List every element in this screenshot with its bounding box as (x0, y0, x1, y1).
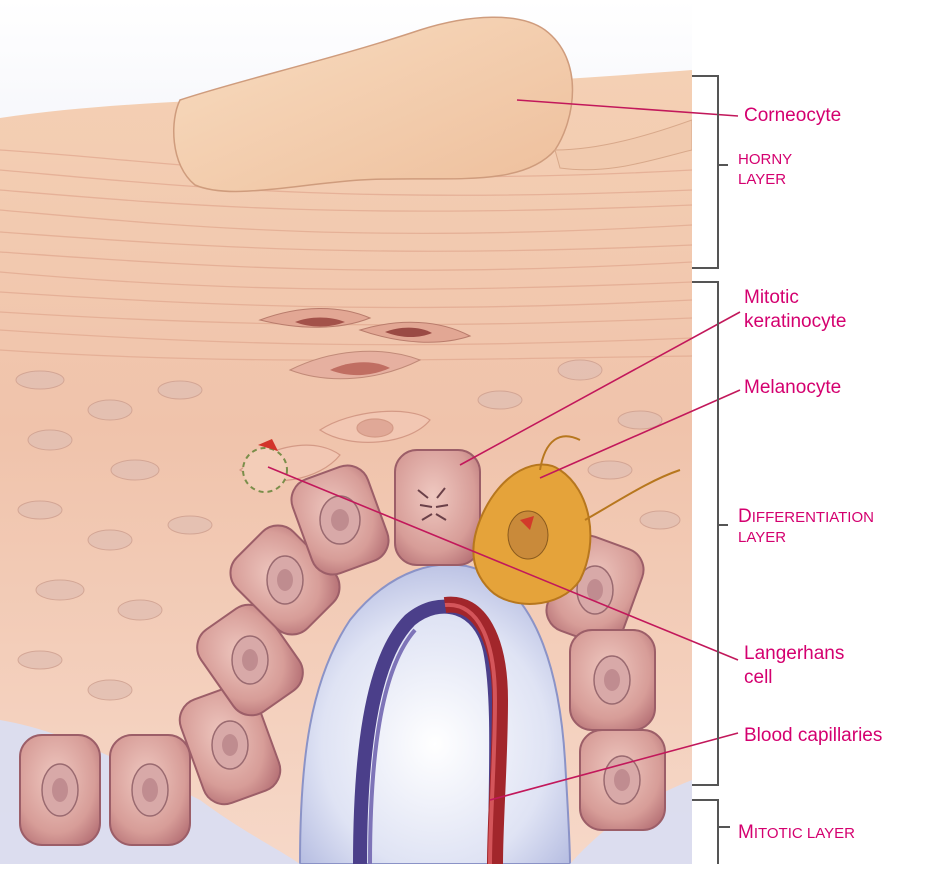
label-mitotic-keratinocyte: Mitotic keratinocyte (744, 286, 846, 334)
layer-mitotic-initial: M (738, 822, 754, 843)
bracket-ticks (718, 165, 730, 827)
layer-horny-line1: HORNY (738, 150, 792, 170)
label-mitotic-keratinocyte-line2: keratinocyte (744, 310, 846, 334)
label-mitotic-keratinocyte-line1: Mitotic (744, 286, 846, 310)
layer-differentiation-line2: LAYER (738, 528, 874, 548)
artwork (0, 0, 692, 864)
layer-mitotic: MITOTIC LAYER (738, 823, 855, 844)
label-langerhans-cell: Langerhans cell (744, 642, 844, 690)
layer-mitotic-rest: ITOTIC LAYER (754, 825, 855, 842)
label-melanocyte: Melanocyte (744, 376, 841, 400)
layer-horny-line2: LAYER (738, 170, 792, 190)
layer-differentiation-rest: IFFERENTIATION (752, 509, 874, 526)
layer-horny: HORNY LAYER (738, 150, 792, 190)
layer-differentiation: DIFFERENTIATION LAYER (738, 507, 874, 548)
label-langerhans-line1: Langerhans (744, 642, 844, 666)
label-blood-capillaries: Blood capillaries (744, 724, 882, 748)
label-corneocyte: Corneocyte (744, 104, 841, 128)
layer-differentiation-initial: D (738, 506, 752, 527)
layer-differentiation-line1: DIFFERENTIATION (738, 507, 874, 528)
layer-brackets (692, 76, 718, 864)
label-langerhans-line2: cell (744, 666, 844, 690)
